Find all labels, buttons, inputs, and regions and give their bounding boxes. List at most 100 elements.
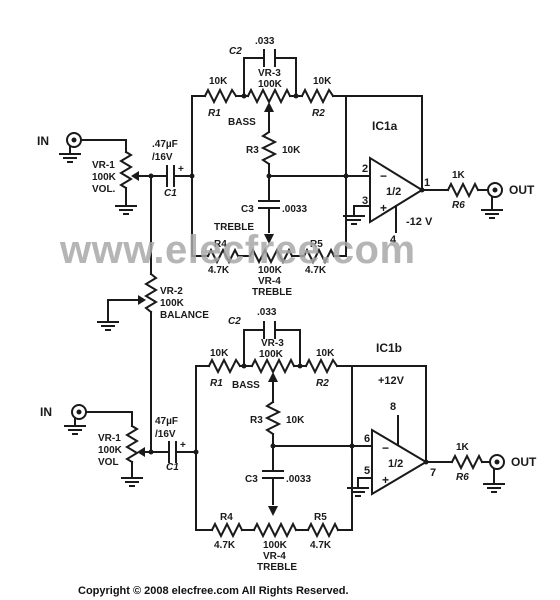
bottom-vr4-value: 100K <box>263 540 288 551</box>
bottom-bass-wiper-arrow <box>268 372 278 382</box>
bottom-vol-ref: VR-1 <box>98 433 121 444</box>
top-c1-value: .47µF <box>152 139 178 150</box>
top-r3-ref: R3 <box>246 145 259 156</box>
bottom-c1-voltage: /16V <box>155 429 176 440</box>
bottom-pin-inv: 6 <box>364 433 370 445</box>
top-vol-value: 100K <box>92 172 117 183</box>
balance-label: BALANCE <box>160 310 209 321</box>
bottom-r3-value: 10K <box>286 415 305 426</box>
watermark: www.elecfree.com <box>59 228 416 272</box>
top-r4-ref: R4 <box>214 239 227 250</box>
balance-ref: VR-2 <box>160 286 183 297</box>
bottom-r5-ref: R5 <box>314 512 327 523</box>
bottom-in-label: IN <box>40 405 52 419</box>
bottom-treble-wiper-arrow <box>268 506 278 516</box>
bottom-c2-ref: C2 <box>228 316 241 327</box>
bottom-pin-noninv: 5 <box>364 465 370 477</box>
bottom-c1-value: 47µF <box>155 416 178 427</box>
bottom-r5-value: 4.7K <box>310 540 332 551</box>
bottom-c1-plus: + <box>180 440 186 451</box>
bottom-input-jack <box>64 404 133 435</box>
top-pin-out: 1 <box>424 177 430 189</box>
bottom-c2-value: .033 <box>257 307 277 318</box>
top-c3-value: .0033 <box>282 204 307 215</box>
top-r1-ref: R1 <box>208 108 221 119</box>
top-r5-resistor <box>302 247 336 265</box>
top-opamp-plus: + <box>380 201 387 215</box>
bottom-vol-label: VOL <box>98 457 119 468</box>
bottom-vr4-label: TREBLE <box>257 562 297 573</box>
bottom-r6-ref: R6 <box>456 472 469 483</box>
bottom-c3-capacitor <box>262 470 284 479</box>
top-vr3-ref: VR-3 <box>258 68 281 79</box>
top-r2-ref: R2 <box>312 108 325 119</box>
bottom-opamp-plus: + <box>382 473 389 487</box>
bottom-volume-pot <box>121 411 152 487</box>
top-c1-ref: C1 <box>164 188 177 199</box>
bottom-pin-supply: 8 <box>390 401 396 413</box>
bottom-r6-resistor <box>450 453 484 471</box>
bottom-c1-ref: C1 <box>166 462 179 473</box>
top-out-label: OUT <box>509 183 535 197</box>
bottom-r4-ref: R4 <box>220 512 233 523</box>
bottom-r4-resistor <box>210 521 244 539</box>
top-output-jack <box>481 182 503 219</box>
top-r4-resistor <box>206 247 240 265</box>
top-r5-ref: R5 <box>310 239 323 250</box>
bottom-c1-capacitor <box>168 441 177 463</box>
top-pin-noninv: 3 <box>362 195 368 207</box>
top-c3-capacitor <box>258 200 280 209</box>
top-r6-ref: R6 <box>452 200 465 211</box>
top-vr4-resistor <box>248 247 294 265</box>
top-c2-capacitor <box>263 49 276 67</box>
bottom-r3-resistor <box>264 400 282 436</box>
top-treble-label: TREBLE <box>214 222 254 233</box>
top-c1-capacitor <box>166 165 175 187</box>
top-bass-wiper-arrow <box>264 102 274 112</box>
bottom-c3-value: .0033 <box>286 474 311 485</box>
bottom-supply-label: +12V <box>378 375 405 387</box>
bottom-r1-value: 10K <box>210 348 229 359</box>
top-vol-ref: VR-1 <box>92 160 115 171</box>
bottom-opamp-minus: − <box>382 441 389 455</box>
bottom-r3-ref: R3 <box>250 415 263 426</box>
top-vr4-value: 100K <box>258 265 283 276</box>
bottom-channel: IN VR-1 100K VOL 47µF /16V + C1 <box>40 307 537 573</box>
top-vr4-ref: VR-4 <box>258 276 281 287</box>
bottom-r2-value: 10K <box>316 348 335 359</box>
top-c3-ref: C3 <box>241 204 254 215</box>
top-channel: IN VR-1 100K VOL. .47µF /16V + C1 <box>37 36 535 298</box>
top-r3-resistor <box>260 130 278 166</box>
copyright-text: Copyright © 2008 elecfree.com All Rights… <box>78 585 349 597</box>
bottom-r1-resistor <box>207 357 242 375</box>
top-c1-voltage: /16V <box>152 152 173 163</box>
bottom-c2-capacitor <box>263 321 276 339</box>
top-r1-resistor <box>203 87 238 105</box>
top-treble-wiper-arrow <box>264 234 274 244</box>
top-in-label: IN <box>37 134 49 148</box>
top-input-jack <box>59 132 127 163</box>
top-r6-value: 1K <box>452 170 466 181</box>
bottom-vr4-resistor <box>252 521 298 539</box>
bottom-vr3-value: 100K <box>259 349 284 360</box>
top-volume-pot <box>115 139 147 215</box>
top-vr3-resistor <box>246 87 292 105</box>
top-bass-label: BASS <box>228 117 256 128</box>
bottom-vol-value: 100K <box>98 445 123 456</box>
top-c2-value: .033 <box>255 36 275 47</box>
bottom-vr3-resistor <box>250 357 296 375</box>
top-opamp-minus: − <box>380 169 387 183</box>
top-r2-resistor <box>300 87 335 105</box>
bottom-out-label: OUT <box>511 455 537 469</box>
bottom-r6-value: 1K <box>456 442 470 453</box>
top-opamp-label: 1/2 <box>386 186 401 198</box>
balance-pot <box>97 173 158 455</box>
top-c2-ref: C2 <box>229 46 242 57</box>
top-r4-value: 4.7K <box>208 265 230 276</box>
bottom-r4-value: 4.7K <box>214 540 236 551</box>
bottom-output-jack <box>483 454 505 493</box>
top-r3-value: 10K <box>282 145 301 156</box>
bottom-r5-resistor <box>306 521 340 539</box>
bottom-ic-label: IC1b <box>376 341 402 355</box>
